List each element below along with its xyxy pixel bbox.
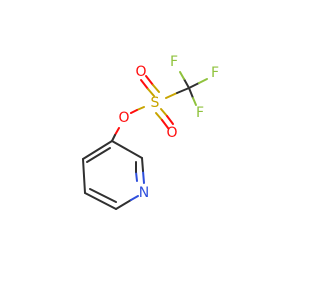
- bond-s-o-ester: [136, 106, 145, 111]
- bond-c5-c6-inner: [89, 188, 117, 203]
- bond-c-f-lower-b: [192, 97, 197, 106]
- bond-c6-n: [115, 199, 132, 210]
- bond-s-o-upper-2b: [152, 84, 160, 93]
- atom-f-right: F: [211, 65, 219, 81]
- bond-s-o-lower-2: [155, 112, 163, 121]
- bond-c-f-right: [188, 82, 200, 89]
- bond-s-o-lower-1: [160, 108, 168, 117]
- bond-n-c2-inner: [135, 171, 138, 182]
- molecule-structure: S O O O F F F N: [82, 54, 219, 210]
- bond-s-o-upper-2: [145, 75, 154, 86]
- bond-c5-c6: [84, 192, 117, 210]
- bond-o-c3: [114, 127, 120, 136]
- atom-n: N: [139, 185, 149, 201]
- bond-s-o-upper-1b: [147, 88, 155, 97]
- bond-s-o-lower-2b: [161, 119, 169, 129]
- bond-s-o-ester-b: [130, 109, 138, 114]
- bond-c4-c5: [82, 158, 86, 194]
- atom-o-ester: O: [118, 110, 129, 126]
- bonds: [82, 71, 208, 210]
- bond-c6-n-b: [130, 195, 139, 201]
- atom-labels: S O O O F F F N: [118, 54, 219, 201]
- bond-s-o-upper-1: [140, 79, 149, 90]
- bond-c3-c4-inner: [86, 147, 111, 163]
- bond-c2-c3: [111, 140, 143, 159]
- bond-n-c2-b: [141, 157, 144, 172]
- bond-c-f-right-b: [198, 78, 208, 84]
- atom-o-upper: O: [135, 64, 146, 80]
- bond-o-c3-b: [111, 134, 116, 142]
- atom-f-lower: F: [196, 105, 204, 121]
- bond-c-f-top-b: [179, 71, 185, 80]
- bond-c3-c4: [82, 140, 113, 160]
- bond-c-f-lower: [188, 87, 194, 99]
- bond-n-c2: [142, 170, 145, 184]
- bond-s-c: [165, 92, 178, 99]
- bond-s-o-lower-1b: [166, 115, 174, 125]
- bond-c-f-top: [183, 78, 190, 89]
- atom-f-top: F: [170, 54, 178, 70]
- atom-s: S: [151, 95, 160, 111]
- bond-s-c-b: [176, 87, 190, 94]
- atom-o-lower: O: [166, 125, 177, 141]
